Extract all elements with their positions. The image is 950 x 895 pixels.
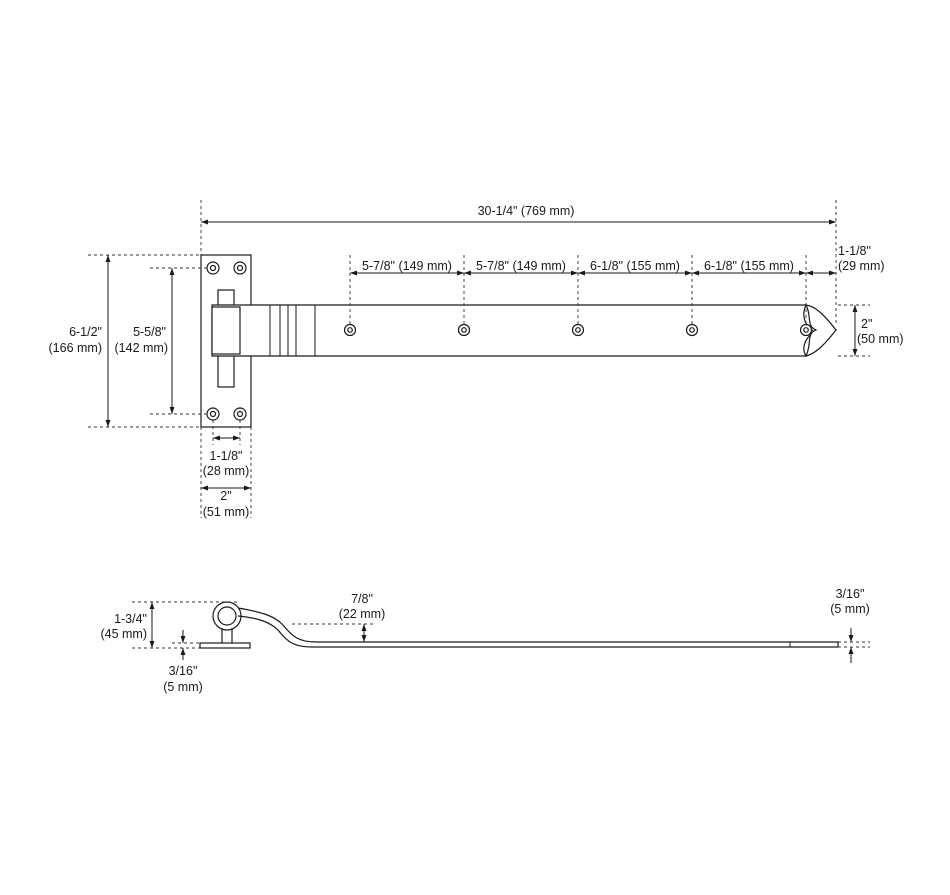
plate-hole xyxy=(206,407,220,421)
strap-hole xyxy=(685,323,699,337)
side-strap-profile xyxy=(237,607,839,648)
plate-hole-span-label-mm: (142 mm) xyxy=(115,341,168,355)
side-offset-label: 7/8" xyxy=(351,592,373,606)
strap xyxy=(211,304,837,357)
plate-hole-span-label: 5-5/8" xyxy=(133,325,166,339)
plate-hole-spacing-label: 1-1/8" xyxy=(210,449,243,463)
plate-hole xyxy=(233,407,247,421)
plate-thickness-label-mm: (5 mm) xyxy=(163,680,203,694)
side-view: 1-3/4" (45 mm) 7/8" (22 mm) 3/16" (5 mm)… xyxy=(100,587,870,694)
side-pintle-plate xyxy=(199,642,251,649)
strap-width-label: 2" xyxy=(861,317,872,331)
overall-length-label: 30-1/4" (769 mm) xyxy=(478,204,575,218)
plate-thickness-label: 3/16" xyxy=(169,664,198,678)
plate-hole-spacing-label-mm: (28 mm) xyxy=(203,464,250,478)
strap-screw-holes xyxy=(343,323,813,337)
hole-spacing-label-4: 6-1/8" (155 mm) xyxy=(704,259,794,273)
strap-hole xyxy=(571,323,585,337)
strap-hole xyxy=(457,323,471,337)
plate-hole xyxy=(206,261,220,275)
tip-length-label: 1-1/8" xyxy=(838,244,871,258)
plate-width-label: 2" xyxy=(220,489,231,503)
hole-spacing-label-1: 5-7/8" (149 mm) xyxy=(362,259,452,273)
side-height-label-mm: (45 mm) xyxy=(100,627,147,641)
hole-spacing-label-3: 6-1/8" (155 mm) xyxy=(590,259,680,273)
side-height-label: 1-3/4" xyxy=(114,612,147,626)
strap-hole xyxy=(343,323,357,337)
plate-screw-holes xyxy=(206,261,247,421)
strap-width-label-mm: (50 mm) xyxy=(857,332,904,346)
plate-width-label-mm: (51 mm) xyxy=(203,505,250,519)
plate-height-label: 6-1/2" xyxy=(69,325,102,339)
tip-length-label-mm: (29 mm) xyxy=(838,259,885,273)
side-knuckle-ring xyxy=(212,601,242,631)
front-view: 30-1/4" (769 mm) 5-7/8" (149 mm) 5-7/8" … xyxy=(49,200,904,519)
strap-thickness-label: 3/16" xyxy=(836,587,865,601)
plate-height-label-mm: (166 mm) xyxy=(49,341,102,355)
strap-thickness-label-mm: (5 mm) xyxy=(830,602,870,616)
side-offset-label-mm: (22 mm) xyxy=(339,607,386,621)
strap-hole xyxy=(799,323,813,337)
hole-spacing-label-2: 5-7/8" (149 mm) xyxy=(476,259,566,273)
plate-hole xyxy=(233,261,247,275)
knuckle xyxy=(211,306,241,355)
